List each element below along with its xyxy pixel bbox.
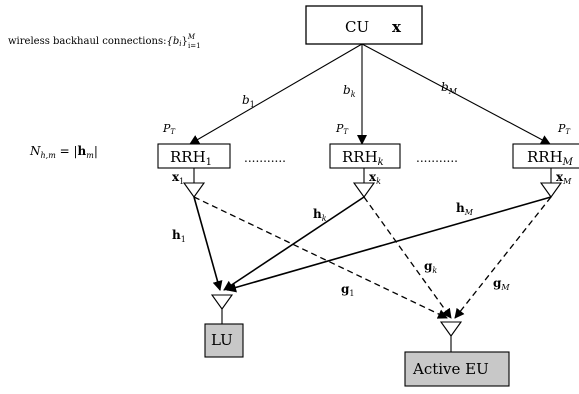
rrh-k: PT RRHk xk [329,122,401,198]
rrh-1-label: RRH1 [170,148,212,168]
channel-g1 [193,196,448,319]
nhm-note: Nh,m = |hm| [29,144,98,160]
eu-antenna-icon [439,321,463,337]
ellipsis-right: ........... [416,151,458,165]
rrh-k-label: RRHk [342,148,384,168]
rrh-k-antenna-icon [352,182,376,198]
channel-hk [223,196,365,291]
channel-h1-label: h1 [172,228,186,244]
lu-box [204,323,244,358]
channel-hm [226,196,552,293]
channel-g1-label: g1 [341,282,354,298]
rrh-1-box [157,143,231,169]
eu-box [404,351,510,387]
rrh-m-signal: xM [556,170,572,186]
channel-gk [363,196,452,319]
rrh-m-box [512,143,579,169]
rrh-1-power: PT [162,122,176,136]
rrh-m-antenna-icon [539,182,563,198]
rrh-1-signal: x1 [172,170,184,186]
rrh-k-power: PT [335,122,349,136]
channel-h1 [193,196,223,291]
lu-antenna-icon [210,294,234,310]
rrh-m: PT RRHM xM [512,122,579,198]
ellipsis-left: ........... [244,151,286,165]
rrh-m-label: RRHM [527,148,574,168]
channel-gk-label: gk [424,259,437,275]
cu-box [305,5,423,45]
cu-label: CU [345,18,369,36]
channel-gm [454,196,552,319]
backhaul-label-m: bM [441,80,458,96]
backhaul-label-k: bk [343,83,356,99]
cu-node: CU x [305,5,423,45]
backhaul-link-1 [189,43,363,145]
backhaul-link-m [361,43,551,145]
rrh-k-signal: xk [369,170,381,186]
lu-node: LU [204,294,244,358]
rrh-1: PT RRH1 x1 [157,122,231,198]
rrh-m-power: PT [557,122,571,136]
channel-hk-label: hk [313,207,327,223]
cu-var: x [392,18,402,36]
backhaul-label-1: b1 [242,93,255,109]
channel-gm-label: gM [493,276,510,292]
rrh-k-box [329,143,401,169]
lu-label: LU [211,331,233,349]
eu-label: Active EU [412,360,489,378]
channel-hm-label: hM [456,201,474,217]
eu-node: Active EU [404,321,510,387]
rrh-1-antenna-icon [182,182,206,198]
